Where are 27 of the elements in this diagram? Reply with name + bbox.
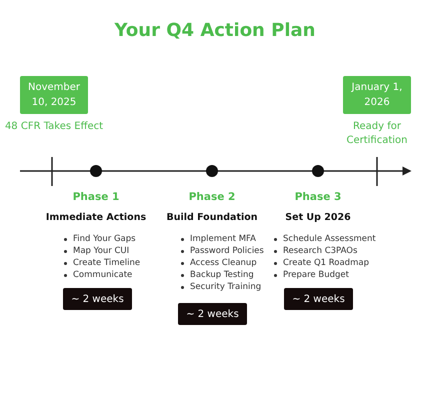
duration-badge: ~ 2 weeks [63,288,132,310]
phase-heading: Build Foundation [165,212,259,223]
phase-label: Phase 3 [294,191,342,203]
phase-heading: Set Up 2026 [284,212,352,223]
date-box: January 1, 2026 [343,76,411,114]
title: Your Q4 Action Plan [114,20,316,41]
date-box: November 10, 2025 [20,76,88,114]
milestone-caption: 48 CFR Takes Effect [4,120,104,134]
bullet-item: Backup Testing [180,269,254,281]
bullet-item: Schedule Assessment [273,233,376,245]
bullet-item: Create Timeline [63,257,140,269]
duration-badge: ~ 2 weeks [284,288,353,310]
bullet-item: Communicate [63,269,132,281]
bullet-item: Password Policies [180,245,264,257]
bullet-item: Implement MFA [180,233,256,245]
bullet-item: Find Your Gaps [63,233,136,245]
milestone-caption: Ready for Certification [345,120,409,148]
bullet-item: Prepare Budget [273,269,349,281]
bullet-item: Create Q1 Roadmap [273,257,369,269]
bullet-item: Security Training [180,281,262,293]
phase-label: Phase 1 [72,191,120,203]
duration-badge: ~ 2 weeks [178,303,247,325]
bullet-item: Access Cleanup [180,257,257,269]
bullet-item: Research C3PAOs [273,245,358,257]
bullet-item: Map Your CUI [63,245,130,257]
phase-heading: Immediate Actions [44,212,148,223]
phase-label: Phase 2 [188,191,236,203]
